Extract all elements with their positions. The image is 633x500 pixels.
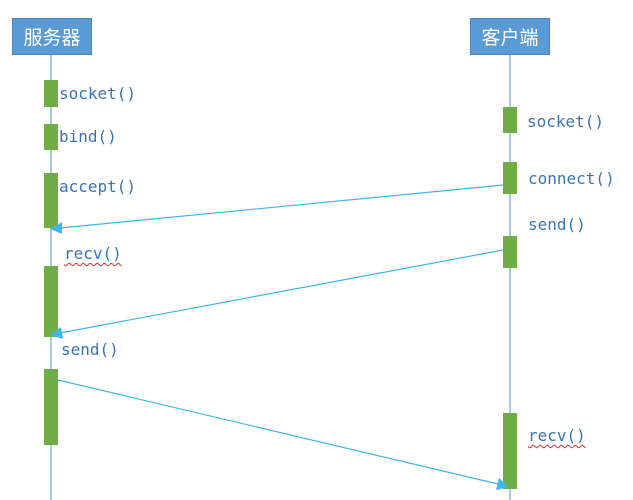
server-accept-label: accept(): [59, 177, 137, 196]
server-header: 服务器: [12, 18, 92, 55]
client-lifeline: [509, 55, 511, 500]
client-recv-activation: [503, 413, 517, 489]
client-connect-label: connect(): [528, 169, 615, 188]
server-send-label: send(): [61, 340, 119, 359]
server-accept-activation: [44, 173, 58, 228]
send-to-client-recv-arrow: [57, 379, 509, 490]
client-recv-text: recv(): [528, 426, 586, 445]
server-recv-text: recv(): [64, 244, 122, 263]
client-socket-label: socket(): [527, 112, 605, 131]
server-recv-label: recv(): [64, 244, 122, 264]
client-header-label: 客户端: [481, 27, 539, 49]
send-to-recv-arrow: [50, 249, 504, 339]
server-bind-label: bind(): [59, 127, 117, 146]
client-send-label: send(): [528, 215, 586, 234]
server-socket-label: socket(): [59, 84, 137, 103]
server-socket-activation: [44, 80, 58, 107]
client-recv-label: recv(): [528, 426, 586, 446]
server-recv-activation: [44, 266, 58, 337]
connect-to-accept-arrow: [50, 184, 504, 234]
server-send-activation: [44, 369, 58, 445]
client-header: 客户端: [470, 18, 550, 55]
client-connect-activation: [503, 162, 517, 194]
server-header-label: 服务器: [23, 27, 81, 49]
server-bind-activation: [44, 124, 58, 150]
client-send-activation: [503, 236, 517, 268]
client-socket-activation: [503, 107, 517, 133]
